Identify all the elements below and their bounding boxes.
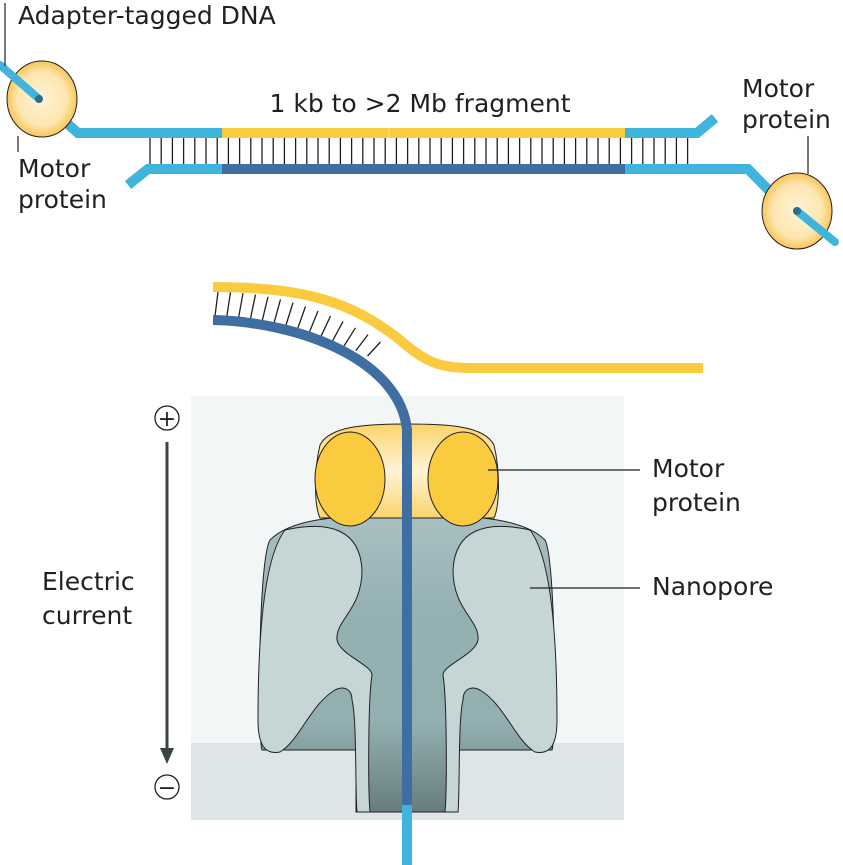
base-pair-rung	[214, 291, 219, 317]
base-pair-rung	[284, 302, 294, 328]
template-strand-blue	[212, 315, 412, 805]
motor-right-label-line1: Motor	[742, 74, 815, 103]
adapter-tagged-dna-strand	[36, 96, 794, 216]
motor-left-label-line1: Motor	[18, 154, 91, 183]
adapter-top-right	[625, 114, 719, 138]
motor-protein-left	[0, 60, 78, 138]
base-pair-rung	[261, 296, 269, 323]
plus-terminal-icon: +	[154, 405, 180, 432]
base-pair-rung	[296, 306, 307, 331]
template-strand-yellow	[212, 282, 703, 373]
motor-label-line2: protein	[652, 488, 741, 517]
adapter-label: Adapter-tagged DNA	[18, 1, 276, 30]
base-pair-rung	[367, 341, 381, 357]
base-pair-rung	[319, 315, 332, 338]
base-pair-rung	[249, 294, 257, 321]
adapter-bottom-left	[124, 164, 222, 189]
base-pair-rung	[343, 327, 357, 347]
plus-symbol: +	[158, 407, 176, 432]
motor-label-line1: Motor	[652, 454, 725, 483]
minus-terminal-icon: −	[154, 774, 180, 801]
current-label-line2: current	[42, 601, 132, 630]
base-pair-rung	[226, 292, 232, 318]
motor-protein-right	[761, 172, 839, 250]
minus-symbol: −	[158, 776, 176, 801]
current-label-line1: Electric	[42, 567, 135, 596]
base-pair-rung	[237, 293, 244, 319]
motor-right-label-line2: protein	[742, 105, 831, 134]
unzipping-rungs	[214, 291, 381, 357]
motor-left-label-line2: protein	[18, 185, 107, 214]
nanopore-label: Nanopore	[652, 572, 773, 601]
base-pair-rung	[331, 321, 344, 342]
fragment-label: 1 kb to >2 Mb fragment	[269, 89, 570, 118]
current-arrow-icon	[160, 442, 174, 764]
base-pair-rungs	[149, 138, 689, 164]
base-pair-rung	[308, 310, 319, 334]
base-pair-rung	[273, 299, 282, 325]
base-pair-rung	[355, 334, 369, 352]
